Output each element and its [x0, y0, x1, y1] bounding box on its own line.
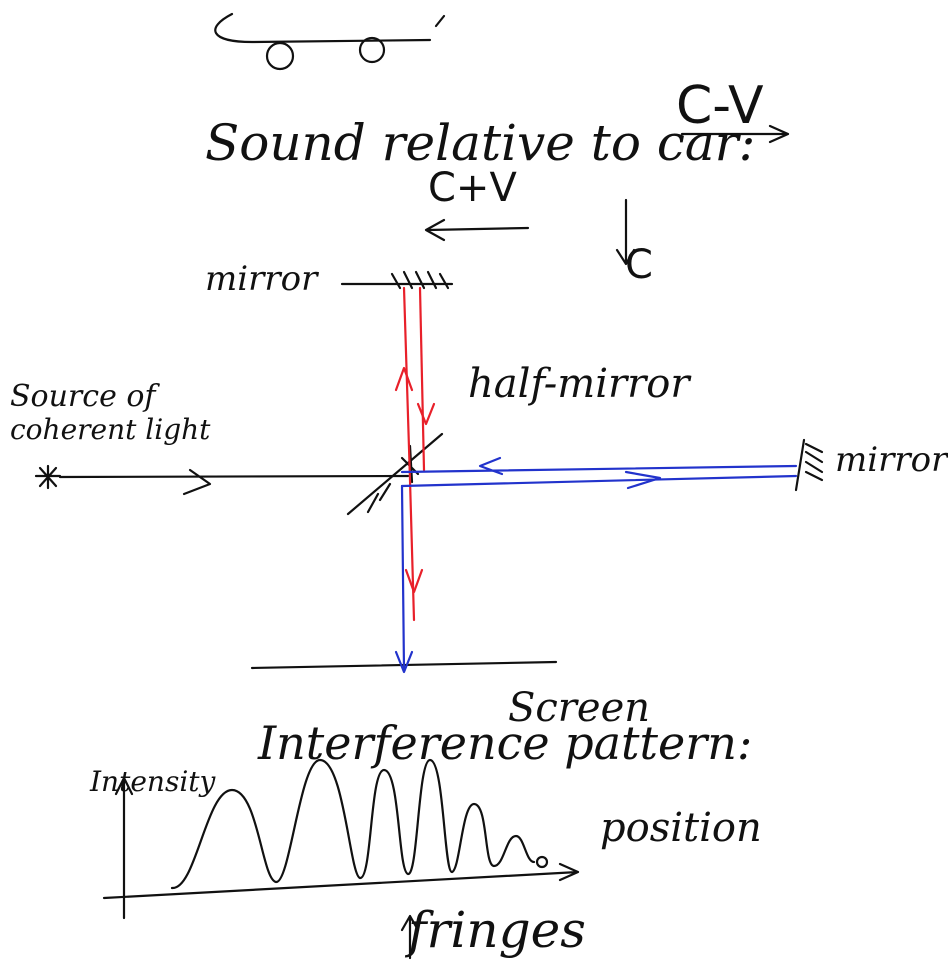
blue-ray-arrow-left: [478, 456, 504, 476]
red-ray-up: [402, 286, 416, 622]
blue-ray-down: [400, 484, 406, 672]
label-fringes: fringes: [408, 901, 586, 959]
fringe-curve: [170, 758, 536, 890]
blue-ray-arrow-bottom: [394, 650, 414, 674]
source-star: [34, 464, 62, 490]
fringe-end-dot: [535, 855, 549, 869]
label-c-plus-v: C+V: [428, 165, 517, 211]
incoming-beam: [58, 474, 410, 479]
label-c: C: [625, 242, 653, 288]
blue-ray-arrow-right: [624, 470, 662, 490]
blue-ray-back: [400, 474, 798, 488]
label-c-minus-v: C-V: [676, 76, 764, 136]
car-body: [214, 12, 432, 44]
car-wheel-back: [358, 36, 386, 64]
arrow-c-down: [615, 198, 636, 266]
label-intensity: Intensity: [90, 765, 216, 798]
label-source-line1: Source of: [10, 379, 156, 414]
half-mirror-hatch: [366, 482, 392, 514]
label-screen: Screen: [508, 685, 651, 731]
label-sound-relative: Sound relative to car:: [205, 114, 756, 172]
red-ray-down: [418, 286, 426, 472]
mirror-top-hatching: [390, 270, 450, 290]
red-ray-arrow-up: [394, 366, 414, 392]
incoming-beam-arrow: [182, 468, 212, 496]
red-ray-arrow-down: [416, 402, 436, 426]
label-interference: Interference pattern:: [258, 716, 753, 770]
graph-x-axis: [102, 862, 580, 900]
car-wheel-front: [265, 41, 295, 71]
mirror-right-surface: [794, 438, 806, 492]
label-mirror-top: mirror: [205, 259, 318, 299]
label-half-mirror: half-mirror: [468, 361, 690, 407]
arrow-c-plus-v: [424, 218, 530, 242]
red-ray-arrow-lower: [404, 568, 424, 594]
fringes-pointer: [400, 914, 420, 960]
arrow-c-minus-v: [680, 124, 790, 144]
label-position: position: [600, 805, 762, 851]
graph-y-axis: [114, 776, 134, 920]
car-motion-tick: [434, 14, 446, 28]
blue-ray-out: [400, 464, 798, 474]
label-source-line2: coherent light: [10, 413, 211, 446]
label-mirror-right: mirror: [835, 440, 948, 480]
mirror-right-hatching: [804, 442, 824, 482]
half-mirror-plate: [346, 432, 444, 516]
